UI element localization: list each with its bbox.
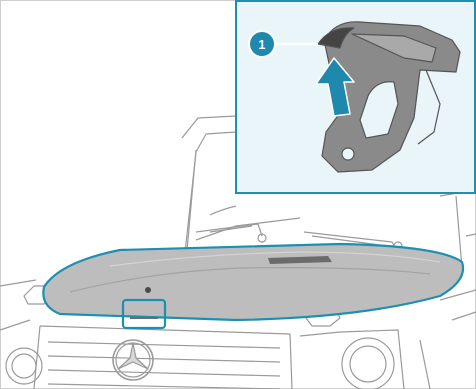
latch-bolt-hole (342, 148, 354, 160)
detail-inset: 1 (236, 1, 475, 193)
hood-emblem-dot (145, 287, 151, 293)
callout-1-label: 1 (258, 37, 265, 52)
